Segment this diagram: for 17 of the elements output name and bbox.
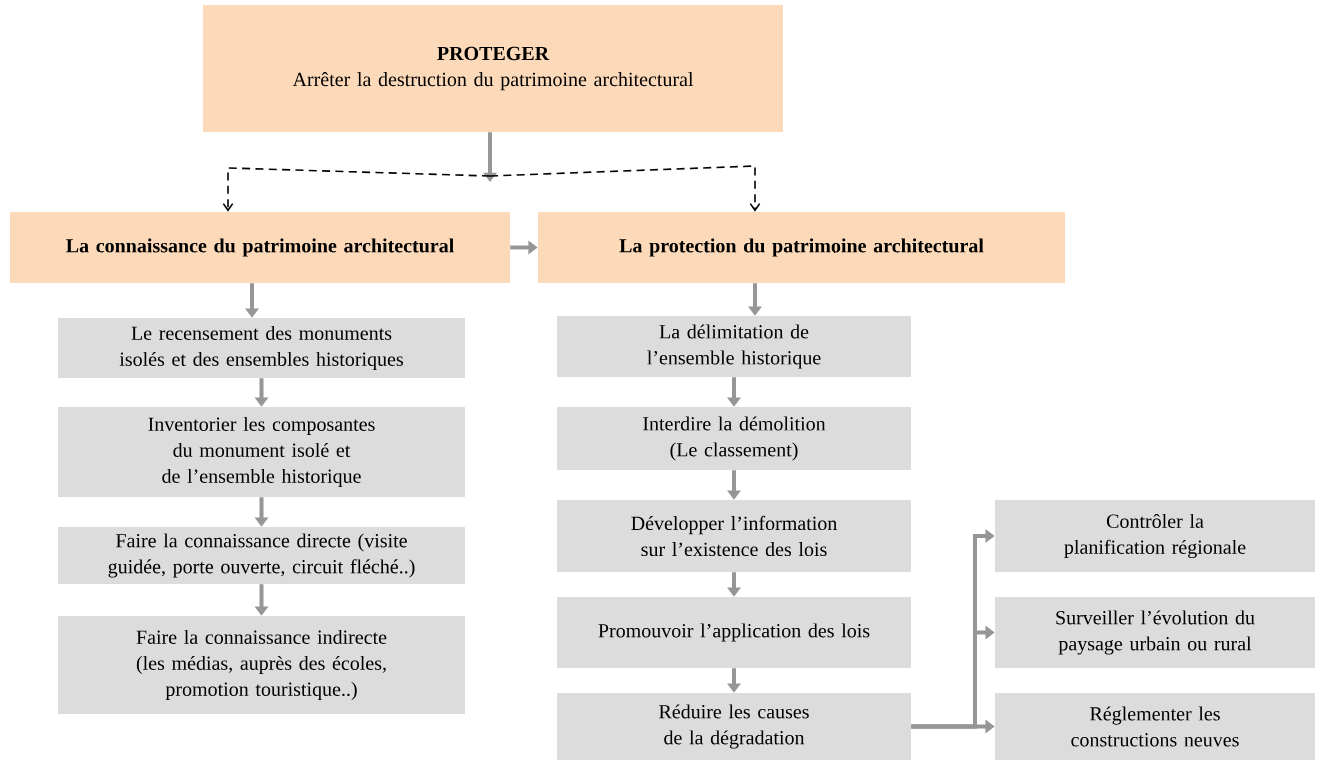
step-box: Surveiller l’évolution du paysage urbain ou rural <box>995 597 1315 668</box>
step-box: Inventorier les composantes du monument isolé et de l’ensemble historique <box>58 407 465 497</box>
step-box: Contrôler la planification régionale <box>995 500 1315 572</box>
step-box: La délimitation de l’ensemble historique <box>557 316 911 377</box>
arrow <box>489 165 761 212</box>
step-box: Réglementer les constructions neuves <box>995 693 1315 760</box>
step-box: Promouvoir l’application des lois <box>557 597 911 668</box>
step-box: Le recensement des monuments isolés et des ensembles historiques <box>58 318 465 378</box>
step-box: Interdire la démolition (Le classement) <box>557 407 911 470</box>
title-box: PROTEGER Arrêter la destruction du patrimoine architectural <box>203 5 783 132</box>
step-box: Réduire les causes de la dégradation <box>557 693 911 760</box>
step-box: Développer l’information sur l’existence des lois <box>557 500 911 572</box>
heading-box: La protection du patrimoine architectural <box>538 212 1065 283</box>
arrow <box>222 167 491 212</box>
step-box: Faire la connaissance indirecte (les médias, auprès des écoles, promotion touristique..) <box>58 616 465 714</box>
heading-box: La connaissance du patrimoine architectural <box>10 212 510 283</box>
step-box: Faire la connaissance directe (visite guidée, porte ouverte, circuit fléché..) <box>58 527 465 584</box>
